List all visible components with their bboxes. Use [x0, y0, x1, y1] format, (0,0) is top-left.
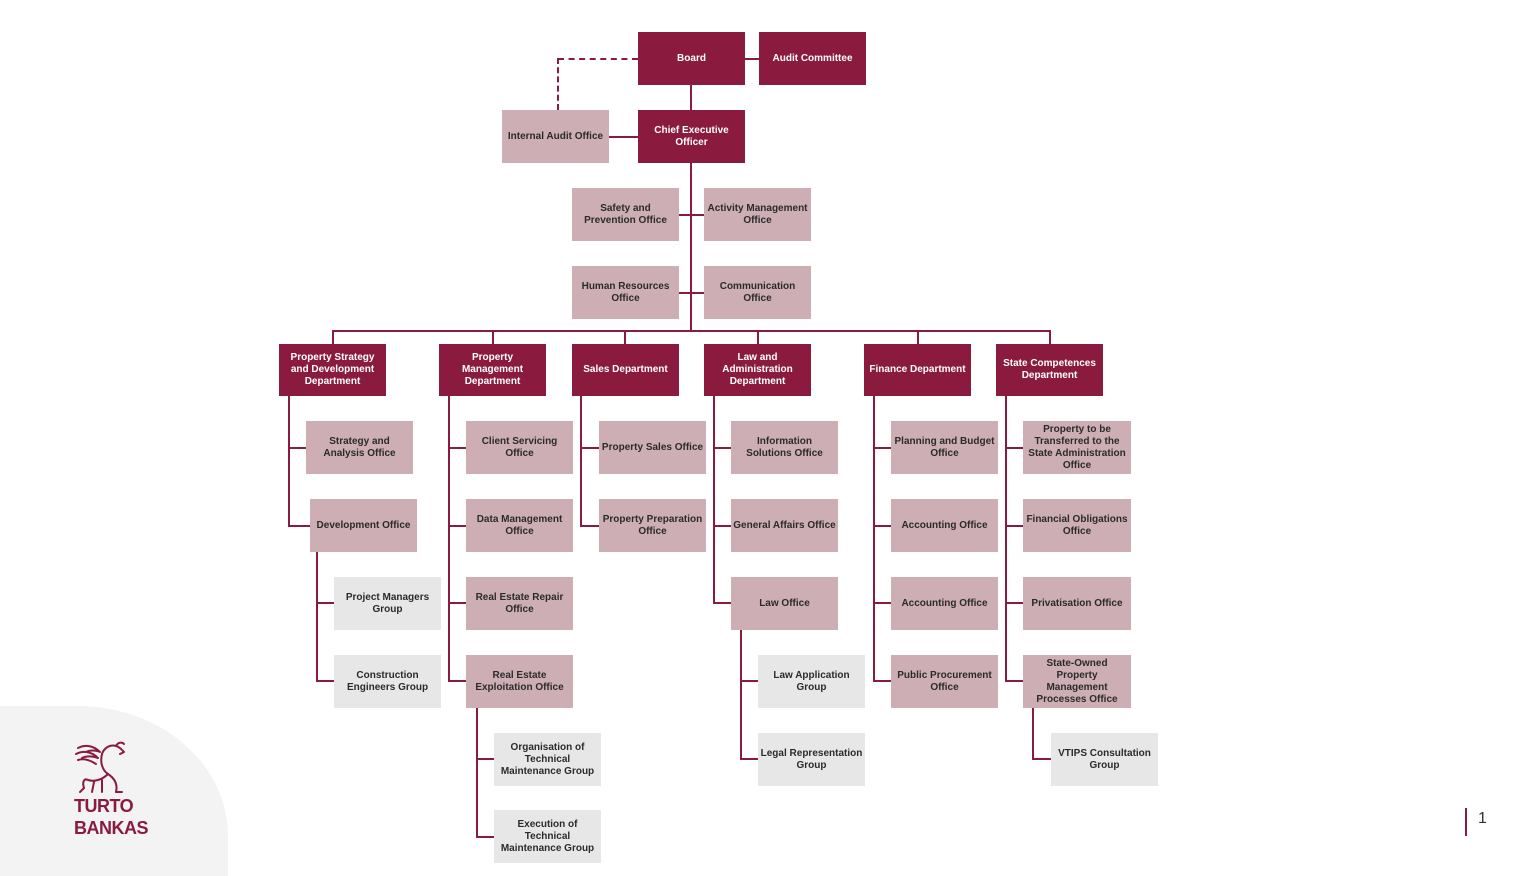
ceo-box: Chief Executive Officer [638, 110, 745, 163]
dept-sales-box: Sales Department [572, 344, 679, 396]
office-box: Planning and Budget Office [891, 421, 998, 474]
office-box: State-Owned Property Management Processe… [1023, 655, 1131, 708]
dept-strategy-box: Property Strategy and Development Depart… [279, 344, 386, 396]
dept-management-box: Property Management Department [439, 344, 546, 396]
office-box: Property Preparation Office [599, 499, 706, 552]
office-box: Information Solutions Office [731, 421, 838, 474]
page-number: 1 [1478, 810, 1487, 827]
dept-law-box: Law and Administration Department [704, 344, 811, 396]
office-box: Data Management Office [466, 499, 573, 552]
office-box: Property to be Transferred to the State … [1023, 421, 1131, 474]
group-box: Construction Engineers Group [334, 655, 441, 708]
office-box: Law Office [731, 577, 838, 630]
office-box: Client Servicing Office [466, 421, 573, 474]
office-box: Real Estate Exploitation Office [466, 655, 573, 708]
communication-office-box: Communication Office [704, 266, 811, 319]
group-box: Legal Representation Group [758, 733, 865, 786]
dept-finance-box: Finance Department [864, 344, 971, 396]
group-box: Execution of Technical Maintenance Group [494, 810, 601, 863]
group-box: VTIPS Consultation Group [1051, 733, 1158, 786]
dept-state-box: State Competences Department [996, 344, 1103, 396]
page-number-divider [1465, 808, 1467, 836]
group-box: Organisation of Technical Maintenance Gr… [494, 733, 601, 786]
office-box: Property Sales Office [599, 421, 706, 474]
human-resources-office-box: Human Resources Office [572, 266, 679, 319]
office-box: General Affairs Office [731, 499, 838, 552]
safety-prevention-office-box: Safety and Prevention Office [572, 188, 679, 241]
griffin-logo-icon [75, 741, 125, 793]
logo-text-line1: TURTO [74, 796, 134, 816]
office-box: Development Office [310, 499, 417, 552]
office-box: Strategy and Analysis Office [306, 421, 413, 474]
office-box: Financial Obligations Office [1023, 499, 1131, 552]
office-box: Accounting Office [891, 577, 998, 630]
board-box: Board [638, 32, 745, 85]
office-box: Accounting Office [891, 499, 998, 552]
office-box: Privatisation Office [1023, 577, 1131, 630]
activity-management-office-box: Activity Management Office [704, 188, 811, 241]
internal-audit-office-box: Internal Audit Office [502, 110, 609, 163]
office-box: Real Estate Repair Office [466, 577, 573, 630]
audit-committee-box: Audit Committee [759, 32, 866, 85]
office-box: Public Procurement Office [891, 655, 998, 708]
group-box: Law Application Group [758, 655, 865, 708]
logo-text-line2: BANKAS [74, 818, 149, 838]
group-box: Project Managers Group [334, 577, 441, 630]
